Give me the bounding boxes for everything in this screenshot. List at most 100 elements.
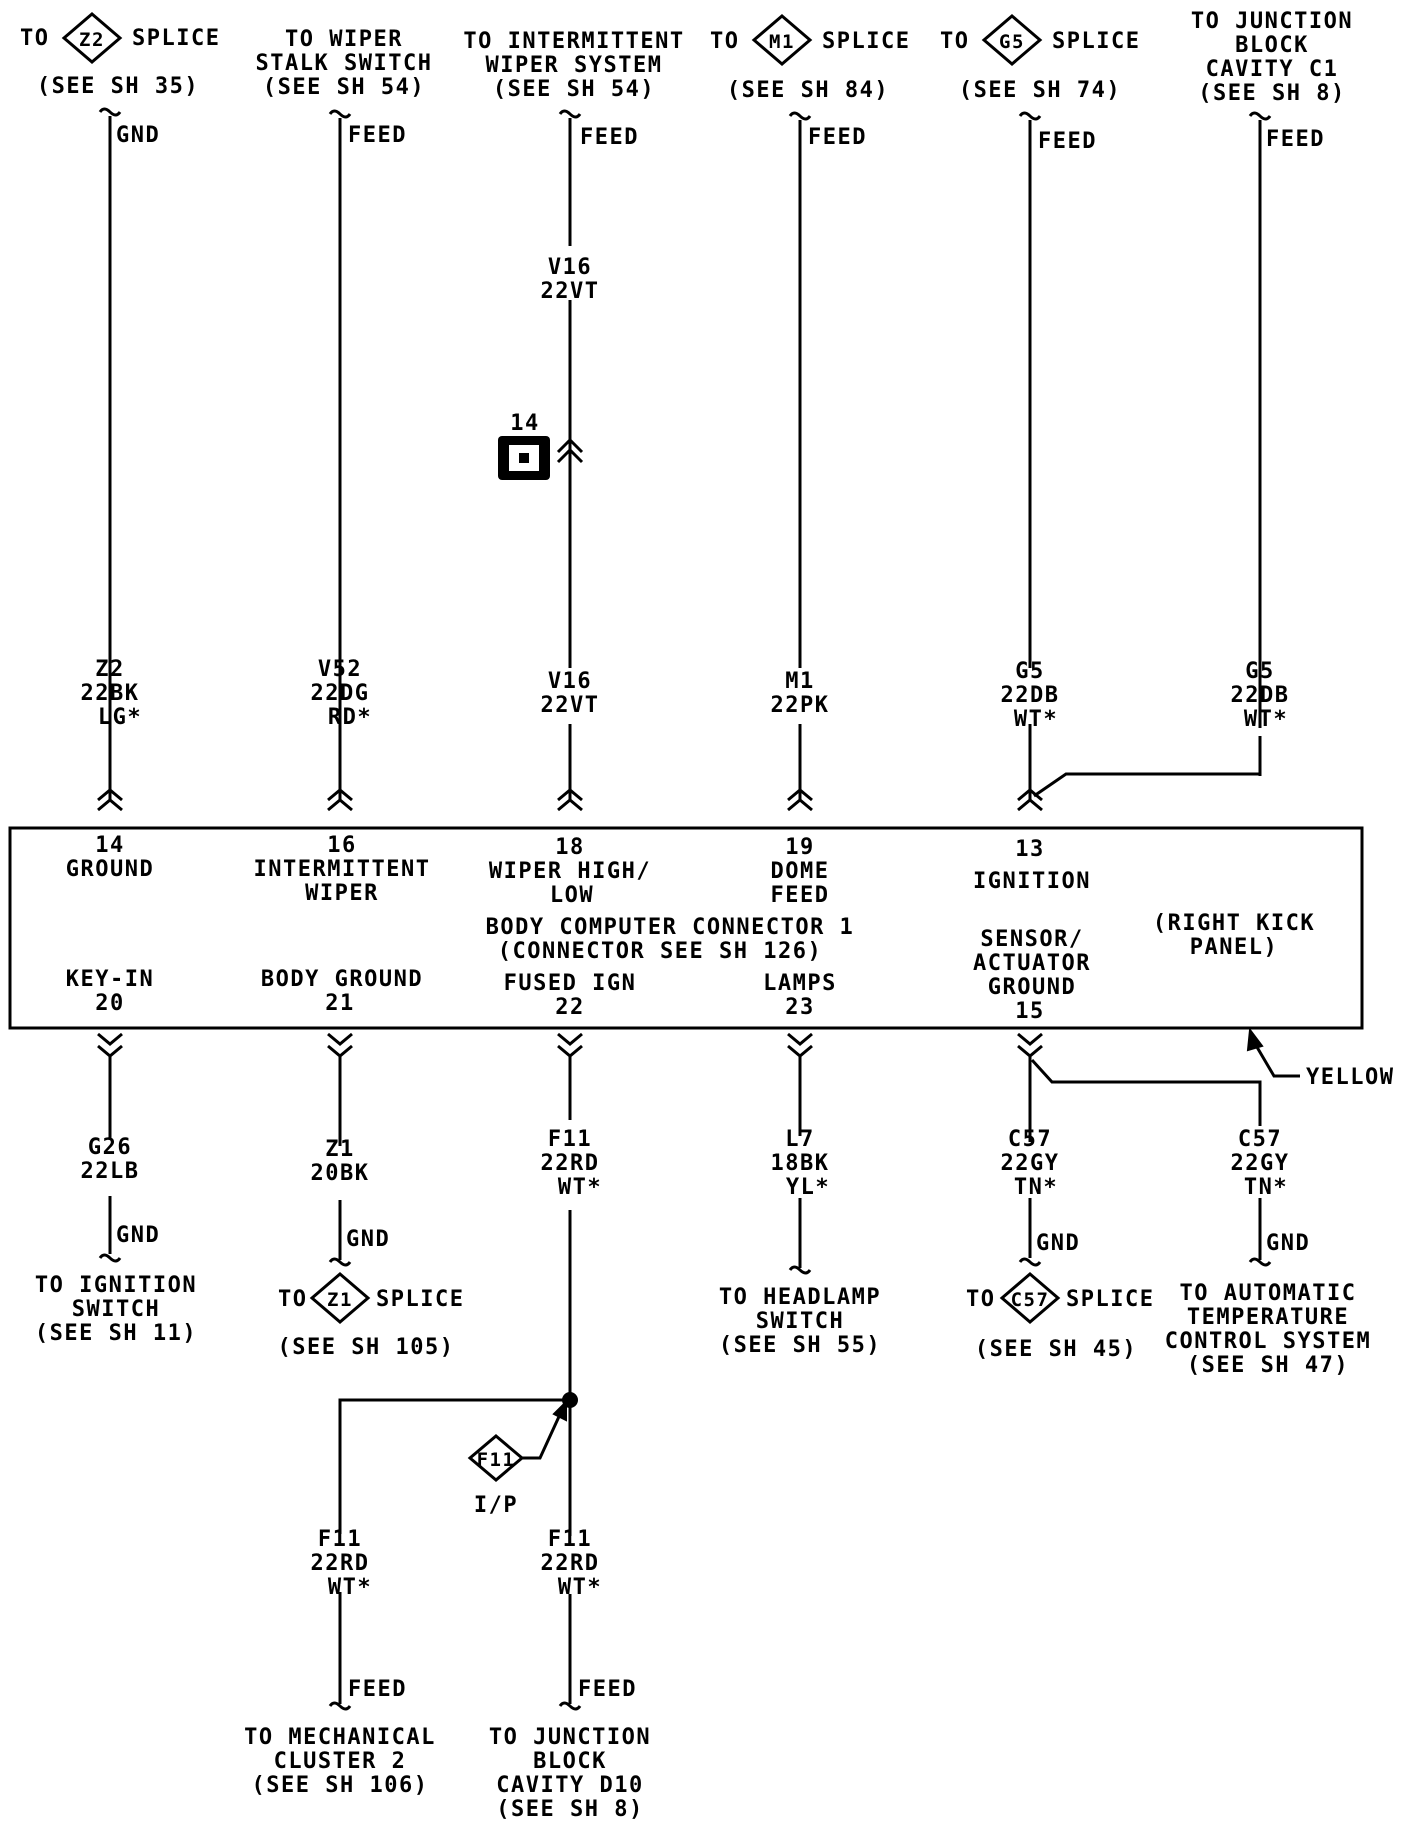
wire-end-mark-icon [558,109,582,119]
pin-21-name: BODY GROUND [261,967,423,992]
cluster-l3: (SEE SH 106) [252,1773,429,1798]
f11-splice-leader [522,1409,564,1460]
upper-terminals [97,788,1043,812]
chevron-up-icon [787,798,813,812]
g5a-circuit: G5 [1015,659,1045,684]
color-callout: YELLOW [1306,1065,1394,1090]
z1-splice-diamond-icon [309,1272,371,1324]
pin-13-num: 13 [1015,837,1045,862]
g5a-gauge: 22DB [1001,683,1060,708]
top-g5-badge: G5 [999,31,1025,53]
bottom-z1-splice: GND TO Z1 SPLICE (SEE SH 105) [278,1227,464,1360]
f11-stripe: WT* [558,1175,602,1200]
f11-left-stripe: WT* [328,1575,372,1600]
top-wiper-stalk-l3: (SEE SH 54) [263,75,425,100]
pin-20-num: 20 [95,991,125,1016]
body-computer-connector-box [8,826,1364,1030]
f11-splice-loc: I/P [474,1493,518,1518]
z2-stripe: LG* [98,705,142,730]
chevron-down-icon [97,1032,123,1046]
bottom-wire-ends [98,1253,1272,1711]
pin-23-num: 23 [785,995,815,1020]
top-m1-badge: M1 [769,31,795,53]
top-junction-c1-l2: BLOCK [1235,33,1309,58]
cluster-l1: TO MECHANICAL [244,1725,436,1750]
v16-circuit: V16 [548,669,592,694]
bottom-junction-d10: FEED TO JUNCTION BLOCK CAVITY D10 (SEE S… [489,1677,651,1822]
chevron-down-icon [787,1032,813,1046]
g26-circuit: G26 [88,1135,132,1160]
g26-gauge: 22LB [81,1159,140,1184]
top-wire-ends [98,107,1272,121]
chevron-up-icon [556,437,584,454]
top-wiper-stalk-fn: FEED [348,123,407,148]
label-z2: Z2 22BK LG* [81,657,142,730]
pin-22-num: 22 [555,995,585,1020]
pin-13-name: IGNITION [973,869,1091,894]
label-v16: V16 22VT [541,669,598,718]
z1-to: TO [278,1287,308,1312]
f11-splice-diamond-icon [467,1434,525,1482]
f11-right-stripe: WT* [558,1575,602,1600]
top-wiper-stalk-l1: TO WIPER [285,27,403,52]
z1-badge: Z1 [327,1289,353,1311]
ignition-l3: (SEE SH 11) [35,1321,197,1346]
pin-23-name: LAMPS [763,971,837,996]
pin-16-name1: INTERMITTENT [254,857,431,882]
junction-d10-l3: CAVITY D10 [496,1773,643,1798]
z1-splice-label: SPLICE [376,1287,464,1312]
pin-15-name2: ACTUATOR [973,951,1091,976]
junction-d10-l1: TO JUNCTION [489,1725,651,1750]
pin-20-name: KEY-IN [66,967,154,992]
lower-terminals [97,1032,1043,1058]
chevron-down-icon [557,1044,583,1058]
f11-gauge: 22RD [541,1151,600,1176]
callout-leader [1252,1041,1300,1078]
ignition-fn: GND [116,1223,160,1248]
wire-end-mark-icon [558,1701,582,1711]
c57b-stripe: TN* [1244,1175,1288,1200]
label-c57a: C57 22GY TN* [1001,1127,1058,1200]
top-m1-splice: TO M1 SPLICE (SEE SH 84) [710,14,910,103]
top-intermittent-l1: TO INTERMITTENT [463,29,684,54]
label-v52: V52 22DG RD* [311,657,372,730]
ignition-l2: SWITCH [72,1297,160,1322]
cluster-fn: FEED [348,1677,407,1702]
callout-arrow-icon [1246,1027,1264,1052]
z2-splice-diamond-icon [61,12,123,64]
wire-end-mark-icon [98,107,122,117]
z1-fn: GND [346,1227,390,1252]
g5b-circuit: G5 [1245,659,1275,684]
v52-circuit: V52 [318,657,362,682]
f11-ip-splice: F11 I/P [467,1399,567,1518]
c57a-circuit: C57 [1008,1127,1052,1152]
z1-gauge: 20BK [311,1161,370,1186]
pin-18-num: 18 [555,835,585,860]
top-junction-c1: TO JUNCTION BLOCK CAVITY C1 (SEE SH 8) [1191,9,1353,106]
f11-right-circuit: F11 [548,1527,592,1552]
m1-splice-diamond-icon [751,14,813,66]
wire-c57b-branch [1030,1058,1262,1126]
v52-stripe: RD* [328,705,372,730]
connector-title: BODY COMPUTER CONNECTOR 1 [486,915,855,940]
label-m1: M1 22PK [771,669,828,718]
c57-fn: GND [1036,1231,1080,1256]
top-junction-c1-l3: CAVITY C1 [1206,57,1339,82]
c57-badge: C57 [1011,1289,1050,1311]
wire-end-mark-icon [328,109,352,119]
top-wiper-stalk: TO WIPER STALK SWITCH (SEE SH 54) [256,27,433,100]
top-m1-splice-label: SPLICE [822,29,910,54]
top-g5-fn: FEED [1038,129,1097,154]
pin-16-num: 16 [327,833,357,858]
top-junction-c1-l1: TO JUNCTION [1191,9,1353,34]
connector-location-1: (RIGHT KICK [1153,911,1315,936]
pin-22-name: FUSED IGN [504,971,637,996]
label-g5a: G5 22DB WT* [1001,659,1060,732]
pin-19-name2: FEED [771,883,830,908]
chevron-up-icon [787,788,813,802]
chevron-up-icon [1017,798,1043,812]
f11-left-gauge: 22RD [311,1551,370,1576]
atc-l4: (SEE SH 47) [1187,1353,1349,1378]
top-wiper-stalk-l2: STALK SWITCH [256,51,433,76]
